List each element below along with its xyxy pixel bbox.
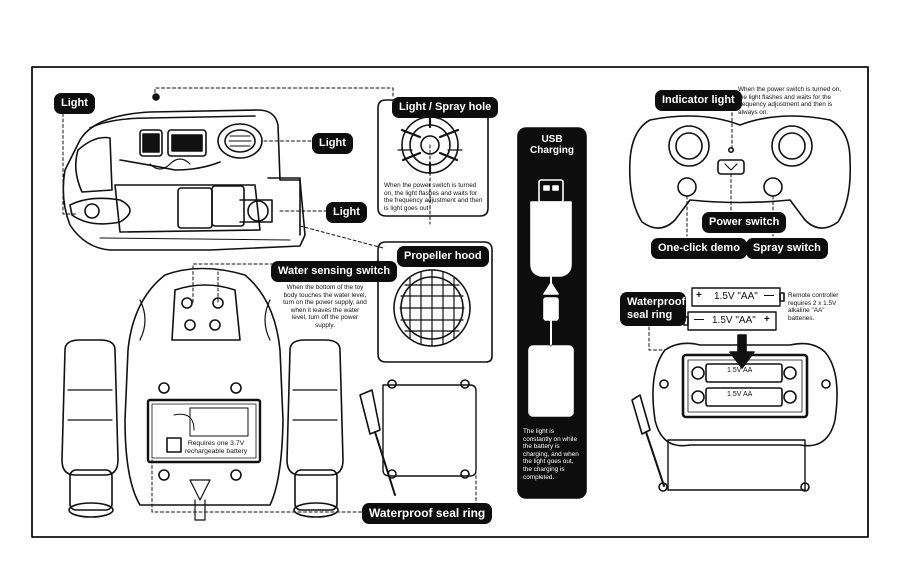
boat-side-illustration bbox=[62, 93, 306, 251]
label-power-switch: Power switch bbox=[702, 212, 787, 233]
battery-inner-bottom-label: 1.5V AA bbox=[727, 391, 753, 398]
battery-inner-top-label: 1.5V AA bbox=[727, 367, 753, 374]
seal-ring-illustration bbox=[382, 379, 477, 479]
propeller-hood-inset bbox=[377, 241, 493, 363]
note-water-sensing-switch: When the bottom of the toy body touches … bbox=[283, 284, 367, 329]
usb-cable-illustration bbox=[528, 179, 574, 417]
remote-back-illustration bbox=[652, 342, 838, 492]
label-water-sensing-switch: Water sensing switch bbox=[271, 261, 398, 282]
battery-bottom-label: 1.5V "AA" bbox=[712, 315, 756, 326]
label-one-click-demo: One-click demo bbox=[651, 238, 747, 259]
label-light-right-lower: Light bbox=[326, 202, 367, 223]
label-light-top: Light bbox=[54, 93, 95, 114]
diagram-frame bbox=[31, 66, 869, 538]
note-battery: Requires one 3.7V rechargeable battery bbox=[184, 440, 248, 455]
label-usb-charging: USB Charging bbox=[530, 134, 574, 156]
aa-battery-top bbox=[691, 287, 785, 307]
battery-top-label: 1.5V "AA" bbox=[714, 291, 758, 302]
battery-bottom-plus: + bbox=[764, 314, 770, 325]
label-light-spray-hole: Light / Spray hole bbox=[392, 97, 499, 118]
label-waterproof-seal-ring: Waterproof seal ring bbox=[362, 503, 493, 524]
note-usb-charging: The light is constantly on while the bat… bbox=[523, 428, 579, 481]
screwdriver-right-illustration bbox=[631, 394, 665, 487]
label-propeller-hood: Propeller hood bbox=[397, 246, 489, 267]
label-indicator-light: Indicator light bbox=[655, 90, 742, 111]
note-remote-batteries: Remote controller requires 2 x 1.5V alka… bbox=[788, 292, 839, 322]
label-spray-switch: Spray switch bbox=[746, 238, 828, 259]
note-indicator-light: When the power switch is turned on, the … bbox=[738, 86, 842, 116]
boat-bottom-illustration bbox=[61, 267, 344, 521]
down-arrow-icon bbox=[729, 334, 755, 369]
label-light-right-upper: Light bbox=[312, 133, 353, 154]
battery-top-minus: — bbox=[764, 290, 774, 301]
battery-top-plus: + bbox=[696, 290, 702, 301]
battery-bottom-minus: — bbox=[694, 314, 704, 325]
note-light-spray-hole: When the power switch is turned on, the … bbox=[384, 182, 483, 212]
label-waterproof-seal-ring-remote: Waterproof seal ring bbox=[620, 292, 686, 326]
screwdriver-illustration bbox=[359, 389, 396, 496]
